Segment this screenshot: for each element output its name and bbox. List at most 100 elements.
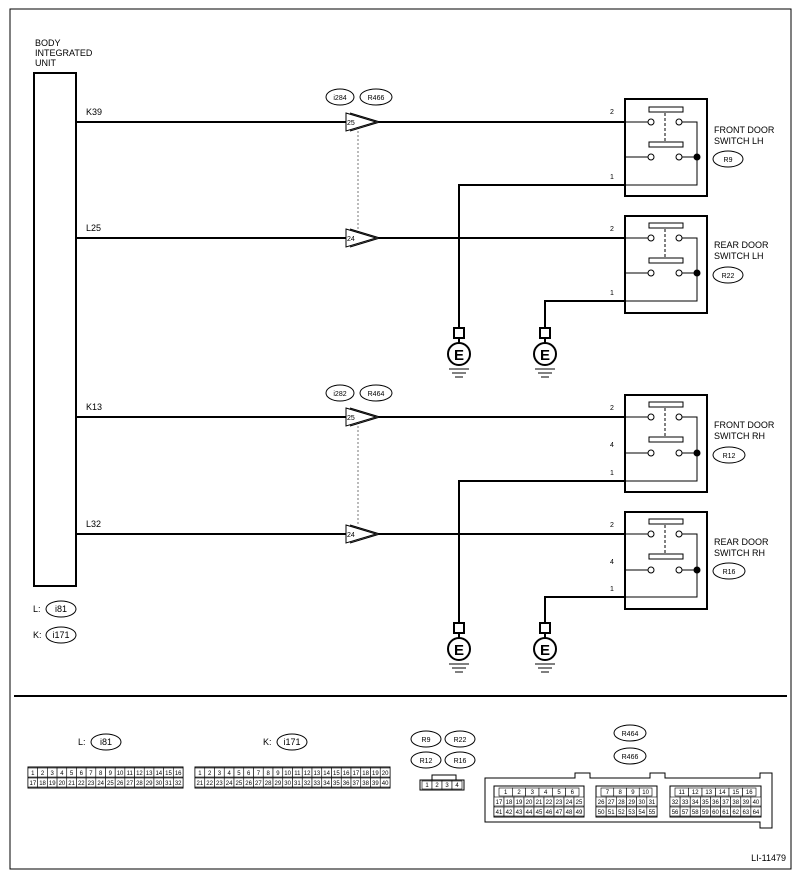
circuit-pin-label: L25 [86,223,101,233]
pin-number: 18 [362,771,369,777]
pin-number: 8 [266,771,270,777]
pin-number: 45 [536,810,543,816]
switch-pin-label: 2 [610,522,614,529]
unit-title-line-2: INTEGRATED [35,48,93,58]
switch-connector-id: R22 [722,273,735,280]
pin-number: 19 [516,800,523,806]
switch-name-line-1: FRONT DOOR [714,125,775,135]
unit-title-line-3: UNIT [35,58,56,68]
pin-number: 29 [628,800,635,806]
pin-number: 50 [598,810,605,816]
rear-door-switch-rh: 2 4 1 REAR DOOR SWITCH RH R16 [610,511,769,610]
switch-name-line-1: REAR DOOR [714,537,769,547]
pin-number: 3 [531,790,535,796]
pin-number: 10 [117,771,124,777]
pin-number: 15 [333,771,340,777]
switch-name-line-1: REAR DOOR [714,240,769,250]
pin-cell [565,787,580,797]
pin-number: 32 [175,781,182,787]
circuit-pin-label: L32 [86,519,101,529]
pin-number: 12 [136,771,143,777]
switch-name-line-1: FRONT DOOR [714,420,775,430]
pin-number: 7 [89,771,93,777]
pin-number: 2 [517,790,521,796]
ground-symbol: E [447,622,471,673]
pin-number: 16 [343,771,350,777]
unit-connector-badge-k [45,626,77,644]
pin-number: 18 [39,781,46,787]
pin-number: 3 [218,771,222,777]
pin-number: 25 [576,800,583,806]
unit-connector-id-k: i171 [52,630,69,640]
pin-number: 59 [702,810,709,816]
pin-number: 22 [78,781,85,787]
unit-box [33,72,77,587]
pin-cell [573,806,585,817]
pin-number: 21 [536,800,543,806]
pin-number: 1 [504,790,508,796]
ground-wire-front-lh [458,184,625,328]
pin-number: 24 [566,800,573,806]
pin-number: 36 [343,781,350,787]
pin-number: 37 [353,781,360,787]
pin-number: 10 [284,771,291,777]
pin-number: 1 [198,771,202,777]
pin-number: 30 [155,781,162,787]
pin-number: 42 [506,810,513,816]
joint-connector-lh: i284 R466 [325,88,393,106]
pin-number: 26 [117,781,124,787]
pin-number: 5 [237,771,241,777]
pin-cell [573,796,585,807]
joint-connector-id-b: R464 [368,391,385,398]
pin-number: 27 [255,781,262,787]
pin-number: 6 [80,771,84,777]
switch-pin-label: 2 [610,405,614,412]
pin-number: 60 [712,810,719,816]
pin-number: 27 [126,781,133,787]
pin-number: 13 [314,771,321,777]
pin-number: 16 [746,790,753,796]
inline-terminal: 25 [347,120,355,127]
diagram-frame [9,8,792,870]
pin-number: 13 [705,790,712,796]
pin-number: 21 [197,781,204,787]
pin-number: 29 [146,781,153,787]
pin-number: 14 [719,790,726,796]
pin-number: 6 [247,771,251,777]
switch-name-line-2: SWITCH RH [714,431,765,441]
pin-number: 1 [31,771,35,777]
pin-number: 8 [618,790,622,796]
pin-number: 20 [59,781,66,787]
pin-number: 64 [753,810,760,816]
pin-number: 9 [276,771,280,777]
pin-number: 32 [672,800,679,806]
pin-number: 14 [155,771,162,777]
switch-pin-label: 2 [610,226,614,233]
pin-number: 27 [608,800,615,806]
pin-number: 21 [68,781,75,787]
inline-connector [345,407,382,427]
pin-number: 11 [294,771,301,777]
pin-number: 3 [51,771,55,777]
pin-number: 9 [109,771,113,777]
pin-number: 63 [742,810,749,816]
switch-connector-id: R9 [724,157,733,164]
pin-number: 20 [382,771,389,777]
unit-connector-badge-l [45,600,77,618]
pin-number: 11 [127,771,134,777]
switch-pin-label: 4 [610,559,614,566]
pin-cell [742,787,757,797]
ground-label: E [454,347,464,364]
pin-number: 17 [30,781,37,787]
switch-connector-id: R12 [723,453,736,460]
pin-number: 33 [314,781,321,787]
joint-connector-id-a: i282 [333,391,346,398]
pin-number: 16 [175,771,182,777]
pin-number: 62 [732,810,739,816]
pin-number: 54 [638,810,645,816]
pin-number: 36 [712,800,719,806]
